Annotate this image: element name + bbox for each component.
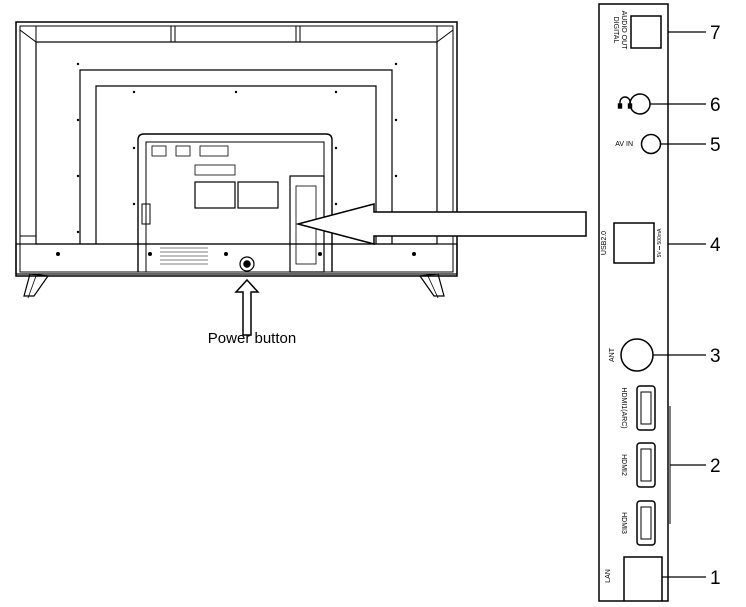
hdmi3-port (636, 500, 656, 546)
callout-number-3: 3 (710, 346, 721, 367)
side-port-panel-frame (598, 3, 669, 602)
usb-rating-label: 5V ⎓ 500mA (657, 228, 663, 257)
callout-number-4: 4 (710, 235, 721, 256)
digital-audio-out-label-line2: AUDIO OUT (620, 11, 627, 51)
tv-stand-right-leg (418, 273, 445, 297)
hdmi2-label: HDMI2 (620, 454, 627, 476)
lan-label: LAN (605, 569, 612, 583)
power-button-caption: Power button (208, 330, 296, 347)
tv-outer-frame (15, 21, 458, 277)
usb-port: USB2.0 5V ⎓ 500mA (601, 222, 663, 264)
usb-label: USB2.0 (601, 231, 608, 255)
power-button-knob (239, 256, 255, 272)
digital-audio-out-label-line1: DIGITAL (612, 17, 619, 44)
side-port-panel: DIGITAL AUDIO OUT AV IN USB2.0 5V ⎓ 500m… (598, 3, 669, 602)
hdmi3-label: HDMI3 (620, 512, 627, 534)
callout-lines (650, 31, 706, 578)
power-button-arrow (234, 278, 260, 336)
callout-number-5: 5 (710, 135, 721, 156)
av-in-label: AV IN (615, 141, 633, 148)
hdmi-ports (636, 385, 656, 546)
digital-audio-out-port: DIGITAL AUDIO OUT (612, 11, 662, 51)
hdmi1-arc-port (636, 385, 656, 431)
hdmi1-label: HDMI1(ARC) (620, 387, 627, 428)
tv-stand-left-leg (23, 273, 50, 297)
callout-number-2: 2 (710, 456, 721, 477)
antenna-label: ANT (609, 347, 616, 362)
callout-number-1: 1 (710, 568, 721, 589)
headphone-icon (617, 96, 633, 109)
callout-number-6: 6 (710, 95, 721, 116)
tv-back-view (15, 21, 458, 299)
callout-number-7: 7 (710, 23, 721, 44)
lan-port: LAN (605, 556, 663, 601)
hdmi2-port (636, 442, 656, 488)
port-panel-arrow (295, 203, 587, 245)
